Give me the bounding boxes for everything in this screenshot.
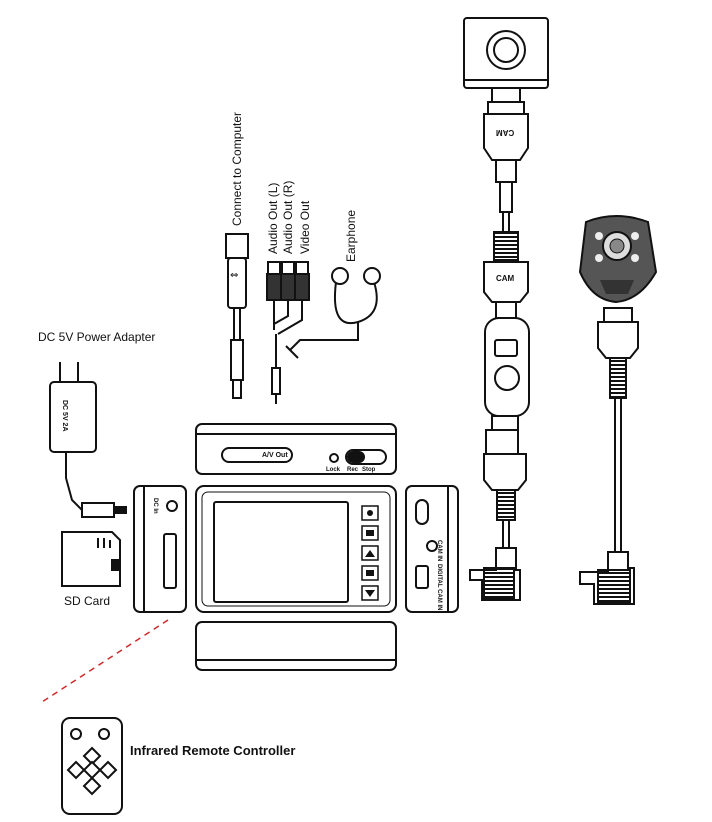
- marking-stop: Stop: [362, 467, 376, 473]
- cam-connector-top: [483, 87, 529, 213]
- marking-cam-mid: CAM: [496, 274, 515, 283]
- label-earphone: Earphone: [344, 209, 358, 262]
- marking-rec: Rec: [347, 467, 359, 473]
- label-audio-out-l: Audio Out (L): [266, 182, 280, 254]
- marking-digital-out: DIGITAL CAM IN: [436, 564, 442, 611]
- svg-text:⇔: ⇔: [230, 270, 238, 281]
- dvr-top-view: [195, 423, 397, 475]
- inline-controller: [484, 317, 530, 431]
- marking-lock: Lock: [326, 467, 341, 473]
- body-camera: [578, 215, 658, 304]
- power-adapter: [49, 362, 127, 518]
- marking-cam-top: CAM: [496, 128, 515, 137]
- dvr-bottom-view: [195, 621, 397, 671]
- sd-card: [61, 531, 121, 587]
- remote-controller: [61, 717, 123, 815]
- label-video-out: Video Out: [298, 200, 312, 254]
- av-cable: [266, 261, 310, 404]
- label-audio-out-r: Audio Out (R): [281, 180, 295, 254]
- earphone: [285, 267, 381, 359]
- dvr-left-side-view: [133, 485, 187, 613]
- label-remote-controller: Infrared Remote Controller: [130, 743, 296, 758]
- label-sd-card: SD Card: [64, 594, 111, 608]
- label-connect-to-computer: Connect to Computer: [230, 111, 244, 226]
- body-camera-cable: [579, 307, 639, 605]
- camera-module: [463, 17, 549, 89]
- usb-cable: ⇔: [225, 233, 249, 399]
- marking-adapter-text: DC 5V 2A: [61, 400, 68, 432]
- dvr-front-view: [195, 485, 397, 613]
- infrared-dashed-line: [41, 619, 169, 703]
- lower-cam-cable: [469, 429, 527, 601]
- camera-cable: [502, 212, 510, 232]
- marking-dc-in: DC In: [152, 498, 158, 514]
- dvr-right-side-view: [405, 485, 459, 613]
- marking-cam-in: CAM IN: [436, 540, 442, 562]
- label-power-adapter: DC 5V Power Adapter: [38, 330, 156, 344]
- marking-av-out: A/V Out: [262, 452, 288, 459]
